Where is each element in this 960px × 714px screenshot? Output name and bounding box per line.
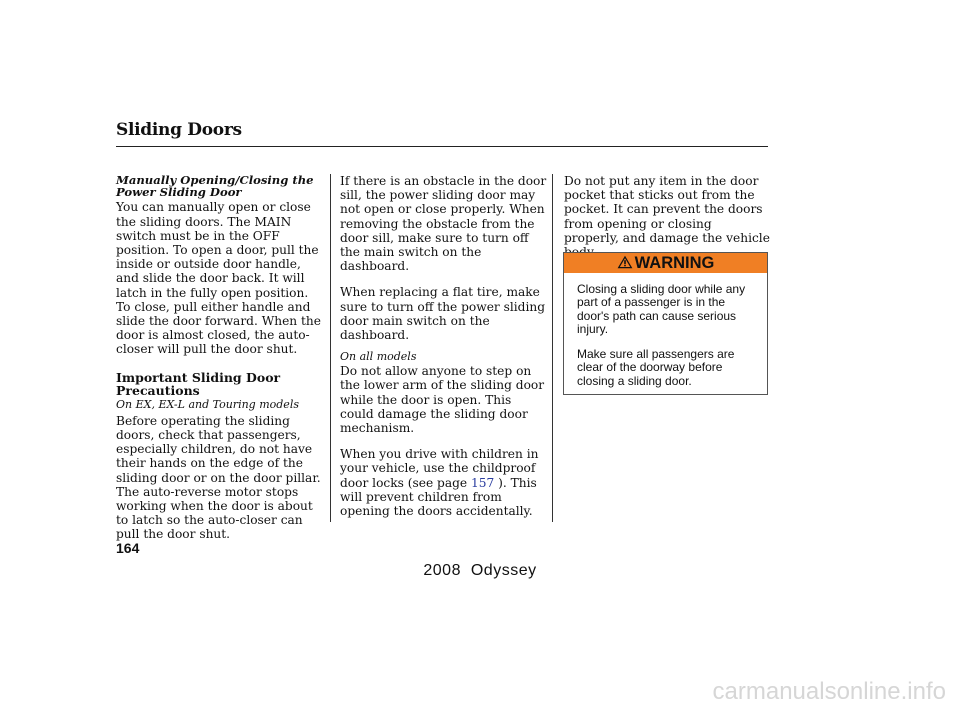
warning-text: Make sure all passengers are clear of th… xyxy=(577,347,735,388)
paragraph-lower-arm: Do not allow anyone to step on the lower… xyxy=(340,364,545,436)
paragraph-precautions: Before operating the sliding doors, chec… xyxy=(116,413,321,542)
column-2: If there is an obstacle in the door sill… xyxy=(340,174,548,518)
paragraph-text: When you drive with children in your veh… xyxy=(340,447,539,490)
warning-label: WARNING xyxy=(634,254,715,272)
column-1: Manually Opening/Closing the Power Slidi… xyxy=(116,174,324,542)
warning-text: Closing a sliding door while any part of… xyxy=(577,282,746,336)
title-divider xyxy=(116,146,768,147)
model-note: On all models xyxy=(340,350,417,364)
warning-box: WARNING Closing a sliding door while any… xyxy=(563,252,768,395)
paragraph-text: ). This will prevent children from openi… xyxy=(340,475,537,519)
warning-header: WARNING xyxy=(564,253,767,273)
page-reference-link[interactable]: 157 xyxy=(471,475,495,490)
paragraph-manual-operation: You can manually open or close the slidi… xyxy=(116,200,321,357)
footer-model-label: 2008 Odyssey xyxy=(423,562,537,579)
column-divider-1 xyxy=(330,174,331,522)
heading-line: Important Sliding Door xyxy=(116,369,281,385)
watermark: carmanualsonline.info xyxy=(712,678,946,705)
heading-line: Precautions xyxy=(116,383,200,399)
heading-line: Manually Opening/Closing the xyxy=(116,173,314,187)
paragraph-childproof: When you drive with children in your veh… xyxy=(340,447,548,518)
section-heading-manual-operation: Manually Opening/Closing the Power Slidi… xyxy=(116,173,324,200)
column-divider-2 xyxy=(552,174,553,522)
warning-triangle-icon xyxy=(617,255,633,269)
warning-body: Closing a sliding door while any part of… xyxy=(577,282,759,400)
page-number: 164 xyxy=(116,540,140,556)
page-title: Sliding Doors xyxy=(116,120,242,140)
paragraph-obstacle: If there is an obstacle in the door sill… xyxy=(340,174,547,274)
paragraph-flat-tire: When replacing a flat tire, make sure to… xyxy=(340,285,546,343)
model-note: On EX, EX-L and Touring models xyxy=(116,397,299,411)
section-heading-precautions: Important Sliding Door Precautions xyxy=(116,371,324,398)
paragraph-door-pocket: Do not put any item in the door pocket t… xyxy=(564,174,770,259)
column-3: Do not put any item in the door pocket t… xyxy=(564,174,770,259)
heading-line: Power Sliding Door xyxy=(116,185,242,200)
